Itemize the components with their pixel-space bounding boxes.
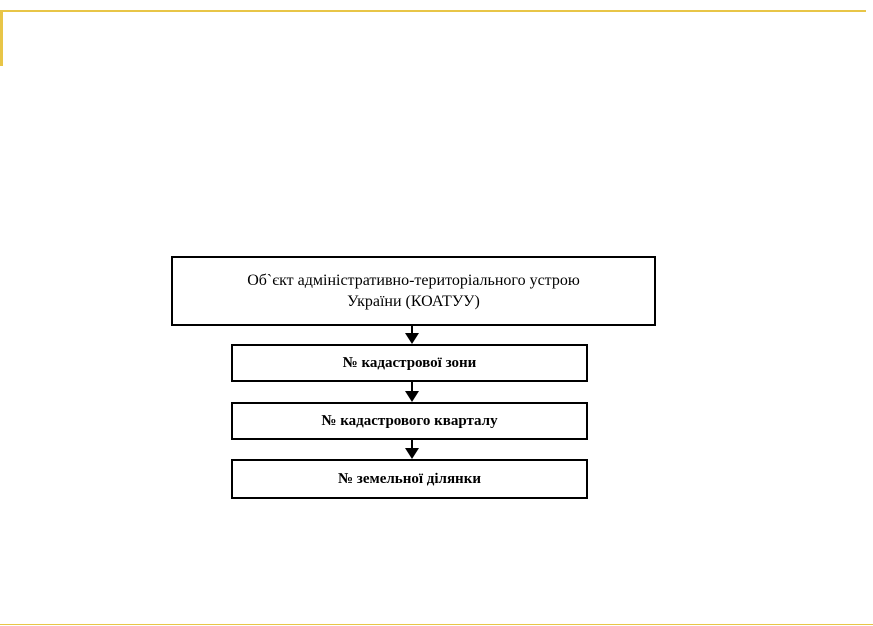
slide-frame-left-line — [0, 10, 3, 66]
node-cadastral-quarter-label: № кадастрового кварталу — [321, 412, 498, 429]
slide-frame-top-line — [0, 10, 866, 12]
node-cadastral-zone-label: № кадастрової зони — [342, 354, 477, 371]
slide-frame-bottom-line — [0, 624, 873, 625]
edge-koatuu-to-zone — [405, 326, 419, 344]
node-land-parcel: № земельної ділянки — [231, 459, 588, 499]
node-cadastral-zone: № кадастрової зони — [231, 344, 588, 382]
node-koatuu-line-2: України (КОАТУУ) — [347, 293, 480, 310]
edge-quarter-to-parcel — [405, 440, 419, 459]
edge-zone-to-quarter — [405, 382, 419, 402]
node-cadastral-quarter: № кадастрового кварталу — [231, 402, 588, 440]
node-koatuu: Об`єкт адміністративно-територіального у… — [171, 256, 656, 326]
node-koatuu-line-1: Об`єкт адміністративно-територіального у… — [247, 272, 580, 289]
node-land-parcel-label: № земельної ділянки — [337, 470, 481, 487]
